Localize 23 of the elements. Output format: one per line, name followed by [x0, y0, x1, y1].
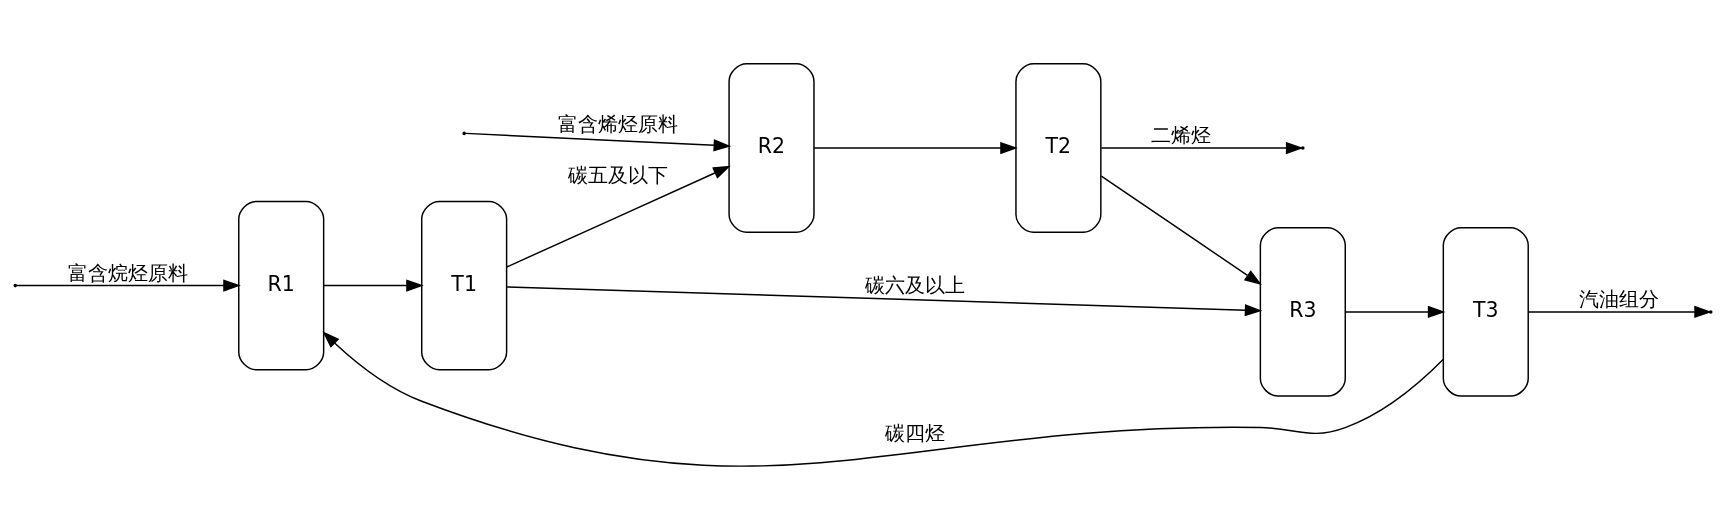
node-box: R3 [1259, 226, 1346, 397]
node-box: T2 [1015, 62, 1102, 233]
arrow [1100, 141, 1304, 154]
edge-label: 碳五及以下 [567, 162, 668, 187]
edge-label: 二烯烃 [1150, 122, 1211, 147]
arrow [505, 165, 731, 268]
arrow [506, 285, 1263, 316]
edge-label: 富含烯烃原料 [557, 111, 678, 136]
arrow [465, 132, 732, 151]
edge-label: 富含烷烃原料 [67, 260, 188, 285]
node-box: T3 [1442, 226, 1529, 397]
edge-label: 碳六及以上 [864, 272, 965, 297]
arrow [322, 330, 1444, 466]
arrow [323, 278, 424, 292]
edge-label: 碳四烃 [884, 420, 945, 445]
arrow [813, 141, 1018, 154]
node-box: T1 [421, 200, 508, 370]
node-box: R1 [238, 200, 325, 370]
edge-label: 汽油组分 [1578, 286, 1659, 311]
node-box: R2 [728, 62, 815, 233]
arrow [15, 278, 241, 292]
arrow [1100, 174, 1262, 285]
arrow [1344, 305, 1446, 318]
